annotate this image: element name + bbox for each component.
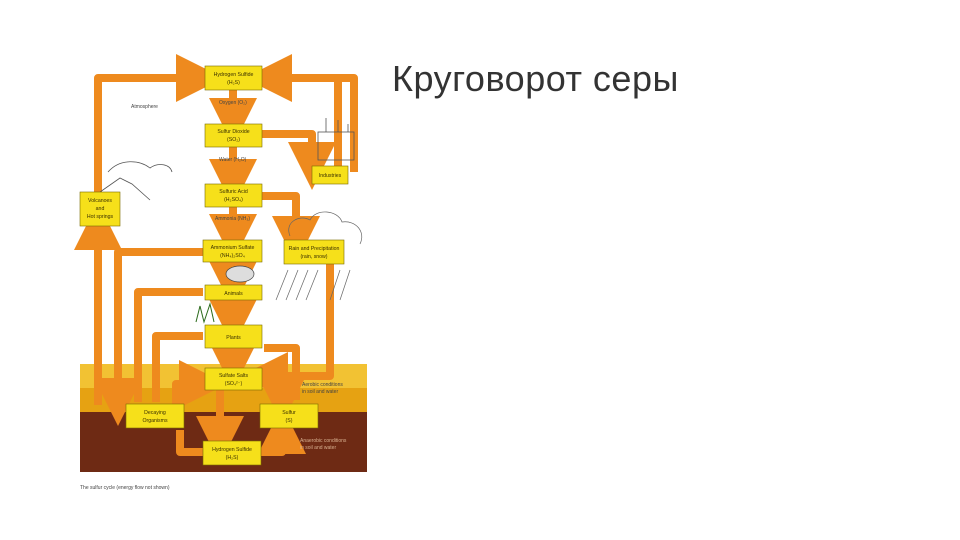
box-animals: Animals xyxy=(205,285,262,300)
svg-text:Decaying: Decaying xyxy=(144,410,166,416)
svg-text:(rain, snow): (rain, snow) xyxy=(300,254,327,260)
svg-text:Industries: Industries xyxy=(319,173,342,179)
box-hydrogen-sulfide-bottom: Hydrogen Sulfide (H₂S) xyxy=(203,441,261,465)
svg-text:Sulfur: Sulfur xyxy=(282,410,296,416)
box-decaying-organisms: Decaying Organisms xyxy=(126,404,184,428)
label-atmosphere: Atmosphere xyxy=(131,104,158,110)
svg-text:Sulfuric Acid: Sulfuric Acid xyxy=(219,189,248,195)
label-oxygen: Oxygen (O₂) xyxy=(219,100,247,106)
arrow-h2so4-to-rain xyxy=(262,196,296,240)
svg-text:Ammonium Sulfate: Ammonium Sulfate xyxy=(211,245,255,251)
svg-text:(H₂S): (H₂S) xyxy=(227,80,240,86)
grass-illustration xyxy=(196,304,214,322)
label-aerobic-2: in soil and water xyxy=(302,389,338,395)
svg-text:Sulfate Salts: Sulfate Salts xyxy=(219,373,249,379)
box-sulfate-salts: Sulfate Salts (SO₄²⁻) xyxy=(205,368,262,390)
slide-title: Круговорот серы xyxy=(392,58,679,100)
label-water: Water (H₂O) xyxy=(219,157,247,163)
svg-text:Plants: Plants xyxy=(226,335,241,341)
svg-text:(S): (S) xyxy=(286,418,293,424)
label-anaerobic-1: Anaerobic conditions xyxy=(300,438,347,444)
label-ammonia: Ammonia (NH₃) xyxy=(215,216,250,222)
label-anaerobic-2: in soil and water xyxy=(300,445,336,451)
rabbit-illustration xyxy=(226,266,254,282)
box-plants: Plants xyxy=(205,325,262,348)
svg-text:(SO₂): (SO₂) xyxy=(227,137,240,143)
arrow-volcanoes-to-h2s xyxy=(98,78,200,192)
svg-text:Volcanoes: Volcanoes xyxy=(88,198,112,204)
box-hydrogen-sulfide-top: Hydrogen Sulfide (H₂S) xyxy=(205,66,262,90)
svg-text:(SO₄²⁻): (SO₄²⁻) xyxy=(225,381,243,387)
svg-text:and: and xyxy=(96,206,105,212)
arrow-so2-to-industries xyxy=(262,134,312,166)
svg-text:Animals: Animals xyxy=(224,291,243,297)
box-sulfuric-acid: Sulfuric Acid (H₂SO₄) xyxy=(205,184,262,207)
box-rain-precipitation: Rain and Precipitation (rain, snow) xyxy=(284,240,344,264)
svg-text:(H₂S): (H₂S) xyxy=(226,455,239,461)
svg-text:Hydrogen Sulfide: Hydrogen Sulfide xyxy=(214,72,254,78)
label-aerobic-1: Aerobic conditions xyxy=(302,382,343,388)
diagram-caption: The sulfur cycle (energy flow not shown) xyxy=(80,485,170,491)
svg-text:Sulfur Dioxide: Sulfur Dioxide xyxy=(217,129,249,135)
box-industries: Industries xyxy=(312,166,348,184)
svg-text:Rain and Precipitation: Rain and Precipitation xyxy=(289,246,340,252)
svg-text:Hydrogen Sulfide: Hydrogen Sulfide xyxy=(212,447,252,453)
svg-text:Hot springs: Hot springs xyxy=(87,214,114,220)
box-volcanoes: Volcanoes and Hot springs xyxy=(80,192,120,226)
box-ammonium-sulfate: Ammonium Sulfate (NH₄)₂SO₄ xyxy=(203,240,262,262)
svg-text:(H₂SO₄): (H₂SO₄) xyxy=(224,197,243,203)
svg-text:(NH₄)₂SO₄: (NH₄)₂SO₄ xyxy=(220,253,245,259)
svg-text:Organisms: Organisms xyxy=(142,418,167,424)
box-sulfur-dioxide: Sulfur Dioxide (SO₂) xyxy=(205,124,262,147)
box-sulfur: Sulfur (S) xyxy=(260,404,318,428)
